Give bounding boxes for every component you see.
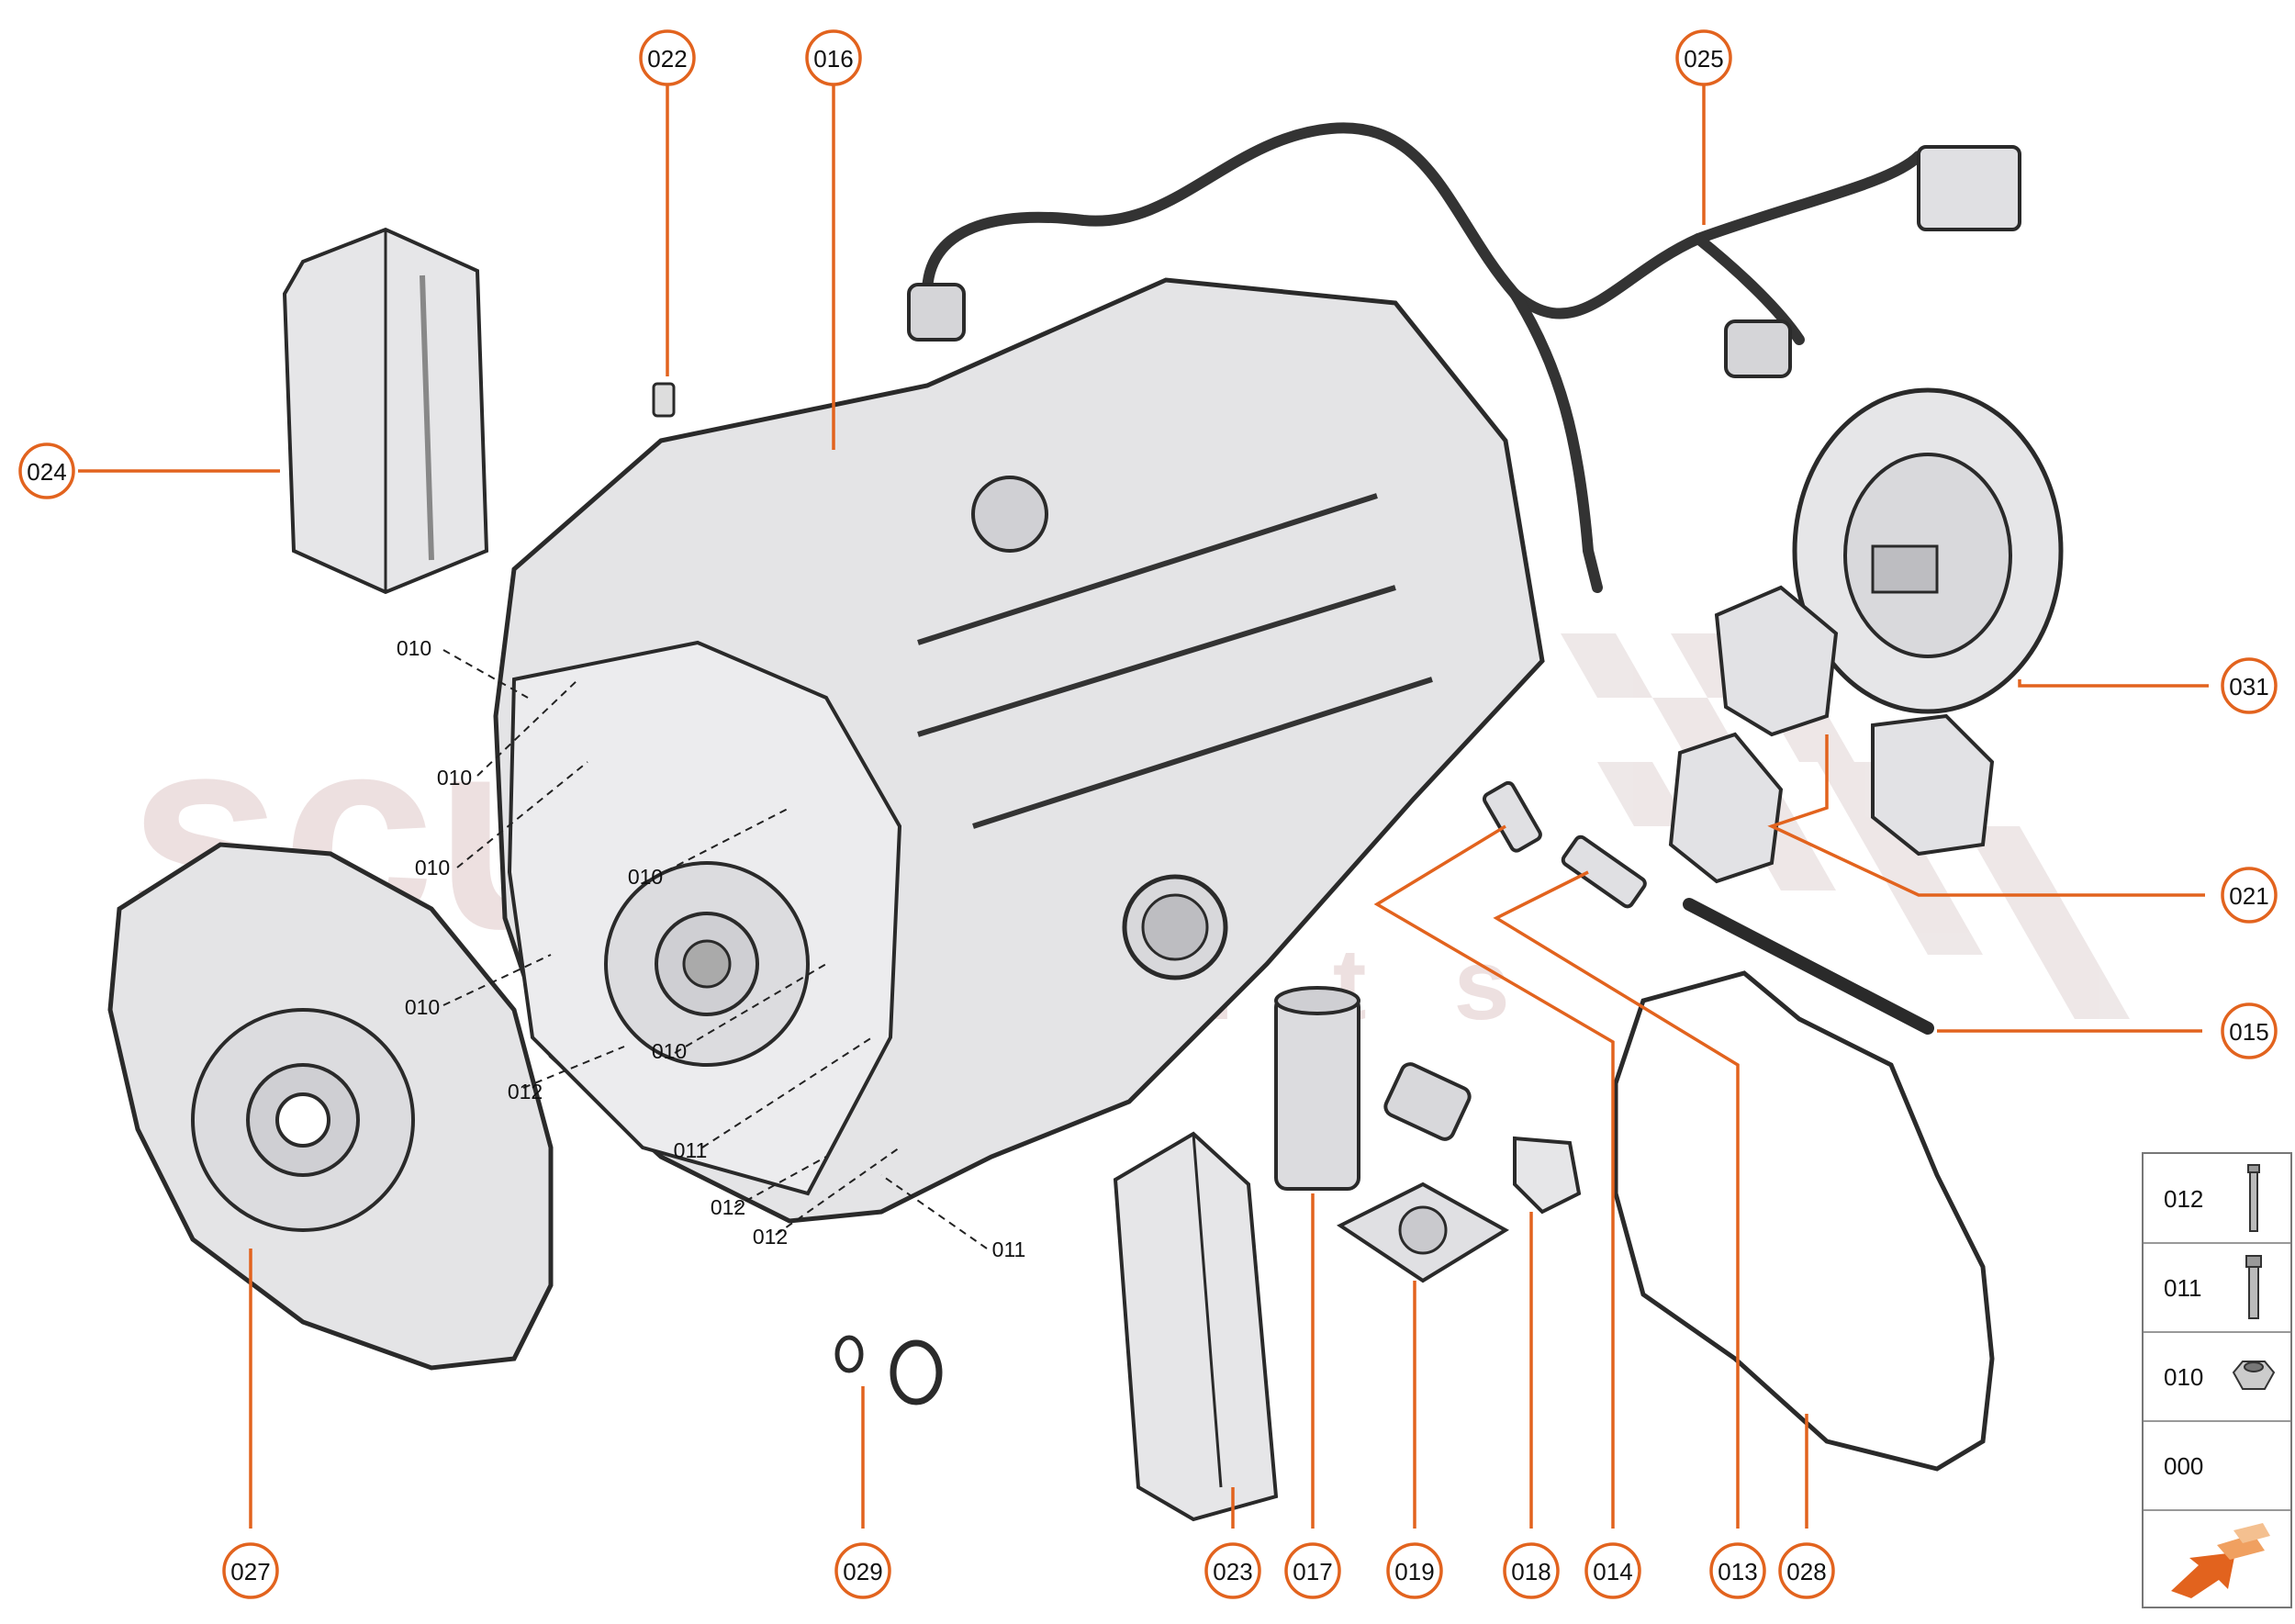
svg-text:024: 024 [27, 458, 66, 486]
drain-plugs [1482, 780, 1647, 909]
callout-014[interactable]: 014 [1584, 1542, 1641, 1599]
svg-text:018: 018 [1511, 1558, 1551, 1585]
torque-converter-031 [1792, 387, 2064, 714]
bolt-label-010-d: 010 [628, 865, 663, 889]
legend-row-011[interactable]: 011 [2144, 1243, 2290, 1333]
seals-029 [834, 1335, 943, 1406]
callout-031[interactable]: 031 [2221, 657, 2278, 714]
bolt-label-011-b: 011 [992, 1238, 1026, 1261]
callout-018[interactable]: 018 [1503, 1542, 1560, 1599]
filter-017 [1274, 986, 1360, 1191]
callout-013[interactable]: 013 [1709, 1542, 1766, 1599]
bolt-label-010-b: 010 [437, 766, 472, 790]
svg-text:017: 017 [1293, 1558, 1332, 1585]
legend-code-000: 000 [2164, 1452, 2204, 1480]
gearbox-housing-016 [493, 277, 1545, 1224]
svg-text:019: 019 [1394, 1558, 1434, 1585]
legend-row-000[interactable]: 000 [2144, 1421, 2290, 1511]
svg-text:016: 016 [813, 45, 853, 73]
wiring-harness-025 [922, 122, 1924, 593]
callout-021[interactable]: 021 [2221, 867, 2278, 924]
short-bolt-icon [2245, 1255, 2262, 1319]
bolt-label-012-b: 012 [711, 1195, 745, 1219]
front-cover-027 [107, 842, 554, 1371]
legend-code-011: 011 [2164, 1274, 2202, 1302]
svg-text:013: 013 [1718, 1558, 1757, 1585]
callout-028[interactable]: 028 [1778, 1542, 1835, 1599]
legend-code-010: 010 [2164, 1363, 2204, 1391]
callout-024[interactable]: 024 [18, 442, 75, 499]
leader-lines [78, 80, 2209, 1529]
svg-text:028: 028 [1786, 1558, 1826, 1585]
bolt-label-010-a: 010 [397, 636, 431, 660]
svg-text:027: 027 [230, 1558, 270, 1585]
bolt-labels: 010 010 010 010 010 010 012 011 012 012 … [397, 636, 1026, 1261]
callout-029[interactable]: 029 [834, 1542, 891, 1599]
callout-circles: 022 016 025 024 031 021 015 027 029 023 … [18, 29, 2278, 1599]
legend-row-010[interactable]: 010 [2144, 1332, 2290, 1422]
oil-cooler-024 [282, 227, 489, 595]
callout-022[interactable]: 022 [639, 29, 696, 86]
callout-023[interactable]: 023 [1204, 1542, 1261, 1599]
long-bolt-icon [2247, 1164, 2260, 1232]
harness-connector-large [907, 145, 2021, 378]
fastener-legend: 012 011 010 000 [2142, 1152, 2292, 1608]
legend-row-arrow[interactable] [2144, 1510, 2290, 1598]
svg-text:031: 031 [2229, 673, 2268, 700]
legend-row-012[interactable]: 012 [2144, 1154, 2290, 1244]
cover-plates-021 [1668, 585, 1995, 884]
bolt-label-011-a: 011 [674, 1138, 708, 1162]
stud-015 [1683, 898, 1934, 1035]
bolt-dashed-leaders [442, 649, 988, 1249]
callout-016[interactable]: 016 [805, 29, 862, 86]
svg-text:023: 023 [1213, 1558, 1252, 1585]
bolt-label-010-f: 010 [652, 1039, 687, 1063]
nut-icon [2232, 1361, 2276, 1390]
callout-027[interactable]: 027 [222, 1542, 279, 1599]
callout-017[interactable]: 017 [1284, 1542, 1341, 1599]
svg-text:021: 021 [2229, 882, 2268, 910]
bolt-label-010-c: 010 [415, 856, 450, 879]
cover-plate-019 [1337, 1182, 1509, 1283]
callout-025[interactable]: 025 [1675, 29, 1732, 86]
bolt-label-012-a: 012 [508, 1080, 543, 1103]
gasket-028 [1613, 970, 1995, 1472]
direction-arrow-icon [2171, 1523, 2270, 1598]
svg-text:025: 025 [1684, 45, 1723, 73]
oil-cooler-023 [1113, 1131, 1279, 1522]
svg-text:014: 014 [1593, 1558, 1632, 1585]
sensor-018 [1383, 1062, 1582, 1215]
callout-015[interactable]: 015 [2221, 1002, 2278, 1059]
plug-022 [652, 382, 676, 418]
callout-019[interactable]: 019 [1386, 1542, 1443, 1599]
svg-text:015: 015 [2229, 1018, 2268, 1046]
svg-text:022: 022 [647, 45, 687, 73]
legend-code-012: 012 [2164, 1185, 2204, 1213]
bolt-label-010-e: 010 [405, 995, 440, 1019]
svg-text:029: 029 [843, 1558, 882, 1585]
bolt-label-012-c: 012 [753, 1225, 788, 1249]
